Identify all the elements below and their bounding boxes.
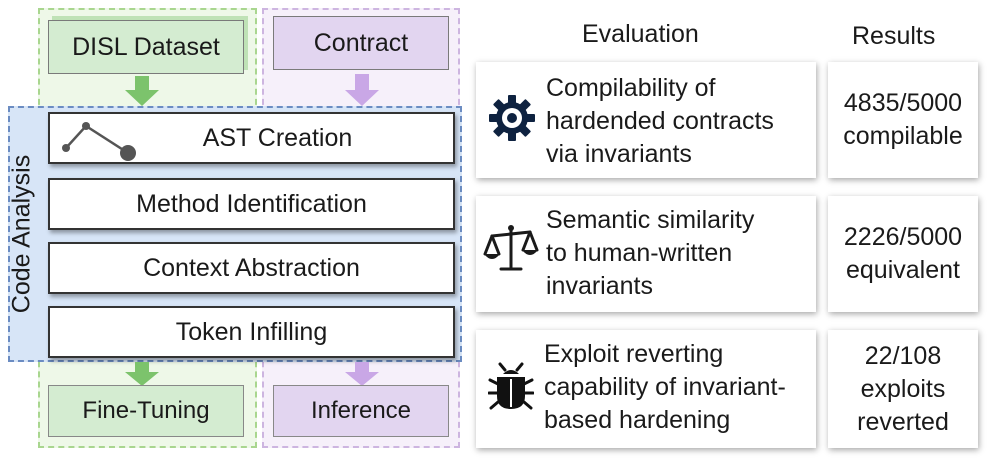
result-card-semantic-similarity: 2226/5000 equivalent <box>828 196 978 312</box>
graph-icon <box>62 122 136 161</box>
contract-box: Contract <box>273 16 449 70</box>
result-line: reverted <box>857 407 949 436</box>
step-method-identification: Method Identification <box>48 178 455 230</box>
step-ast-creation: AST Creation <box>48 112 455 164</box>
step-context-abstraction-label: Context Abstraction <box>143 253 360 282</box>
dataset-arrow-down <box>125 76 159 106</box>
evaluation-text-semantic-similarity: Semantic similarity to human-written inv… <box>546 204 754 303</box>
result-card-compilability: 4835/5000 compilable <box>828 62 978 178</box>
evaluation-line: capability of invariant- <box>544 373 786 401</box>
result-line: 4835/5000 <box>843 89 963 117</box>
evaluation-card-exploit-reverting: Exploit reverting capability of invarian… <box>476 330 816 448</box>
finetuning-label: Fine-Tuning <box>82 397 210 424</box>
scale-icon <box>483 225 539 271</box>
inference-box: Inference <box>273 385 449 437</box>
evaluation-line: via invariants <box>546 140 692 168</box>
step-method-identification-label: Method Identification <box>136 189 367 218</box>
result-line: equivalent <box>846 256 960 284</box>
gear-icon <box>489 95 535 141</box>
result-line: 22/108 <box>864 341 942 370</box>
evaluation-line: based hardening <box>544 406 731 434</box>
evaluation-text-compilability: Compilability of hardended contracts via… <box>546 72 774 171</box>
step-context-abstraction: Context Abstraction <box>48 242 455 294</box>
inference-label: Inference <box>310 397 412 424</box>
contract-label: Contract <box>313 28 409 57</box>
disl-dataset-box: DISL Dataset <box>48 20 244 74</box>
evaluation-line: invariants <box>546 272 653 300</box>
evaluation-line: to human-written <box>546 239 733 267</box>
evaluation-line: Compilability of <box>546 74 716 102</box>
evaluation-card-semantic-similarity: Semantic similarity to human-written inv… <box>476 196 816 312</box>
evaluation-line: Exploit reverting <box>544 340 724 368</box>
finetuning-box: Fine-Tuning <box>48 385 244 437</box>
evaluation-header: Evaluation <box>582 20 699 48</box>
results-header: Results <box>852 22 936 50</box>
result-line: exploits <box>860 374 946 403</box>
evaluation-text-exploit-reverting: Exploit reverting capability of invarian… <box>544 338 786 437</box>
result-card-exploit-reverting: 22/108 exploits reverted <box>828 330 978 448</box>
evaluation-line: Semantic similarity <box>546 206 755 234</box>
inference-arrow-down <box>345 362 379 386</box>
step-token-infilling-label: Token Infilling <box>175 317 328 346</box>
code-analysis-label: Code Analysis <box>7 154 36 314</box>
disl-dataset-label: DISL Dataset <box>72 32 220 61</box>
evaluation-line: hardended contracts <box>546 107 774 135</box>
step-token-infilling: Token Infilling <box>48 306 455 358</box>
evaluation-card-compilability: Compilability of hardended contracts via… <box>476 62 816 178</box>
bug-icon <box>488 362 534 410</box>
result-line: compilable <box>843 122 963 150</box>
finetuning-arrow-down <box>125 362 159 386</box>
contract-arrow-down <box>345 74 379 106</box>
step-ast-creation-label: AST Creation <box>202 123 353 152</box>
result-line: 2226/5000 <box>843 223 963 251</box>
